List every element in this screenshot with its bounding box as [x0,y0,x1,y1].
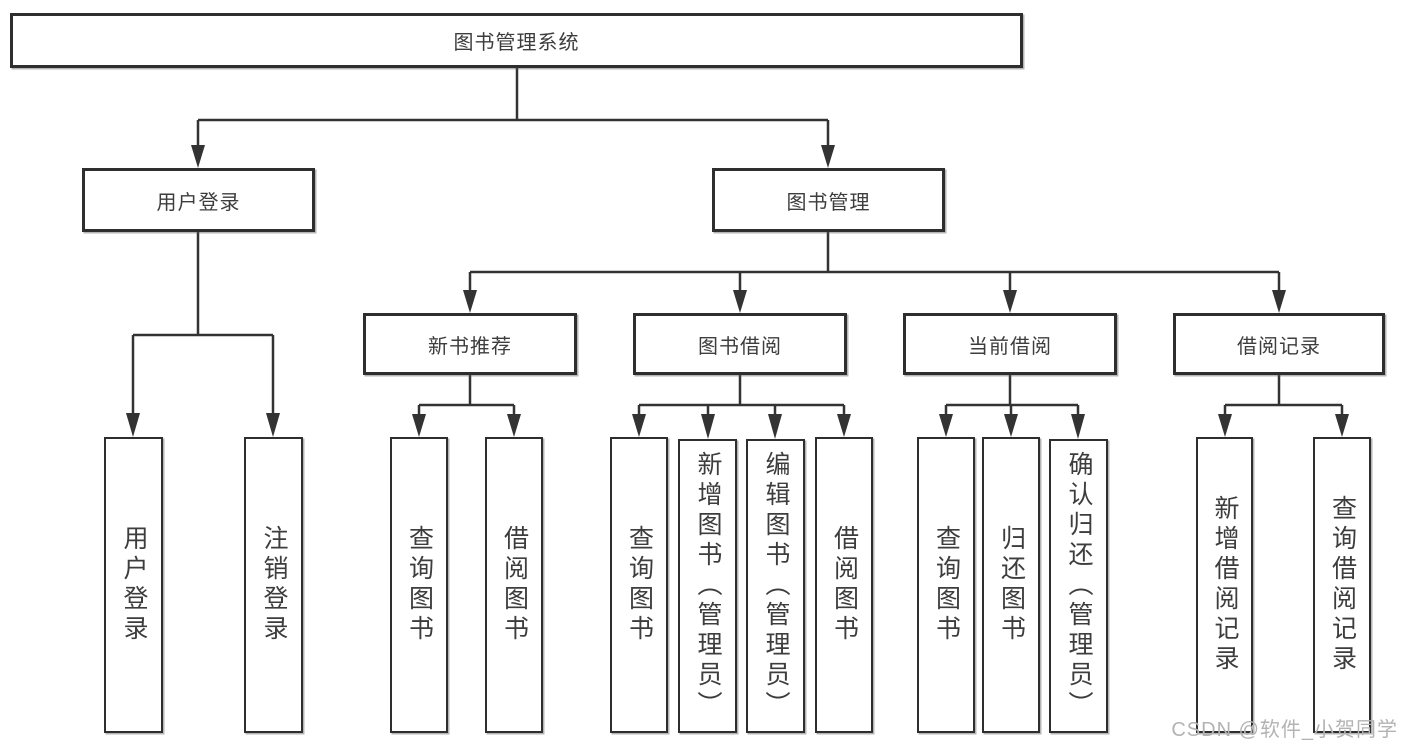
node-user-login-label: 用户登录 [156,191,241,214]
leaf-nb-query-books: 查询图书 [390,437,448,733]
leaf-bb-borrow-books-label: 借阅图书 [830,525,859,645]
arrowhead-icon [1071,414,1085,439]
leaf-nb-query-books-label: 查询图书 [405,525,434,645]
leaf-br-query-record-label: 查询借阅记录 [1328,495,1357,675]
leaf-bb-add-book-admin: 新增图书（管理员） [678,439,737,733]
leaf-br-add-record: 新增借阅记录 [1196,437,1253,733]
watermark: CSDN @软件_小贺同学 [1171,719,1398,741]
node-borrow-records-label: 借阅记录 [1237,335,1321,358]
arrowhead-icon [1004,414,1018,437]
leaf-bb-edit-book-admin-label: 编辑图书（管理员） [762,451,790,721]
arrowhead-icon [507,414,521,437]
leaf-nb-borrow-books: 借阅图书 [485,437,543,733]
leaf-user-login-label: 用户登录 [120,525,148,645]
leaf-cb-return-books: 归还图书 [982,437,1040,733]
arrowhead-icon [939,414,953,437]
leaf-cb-confirm-return-admin: 确认归还（管理员） [1049,439,1108,733]
arrowhead-icon [821,145,835,168]
node-current-borrow: 当前借阅 [903,313,1117,375]
arrowhead-icon [768,414,782,439]
connector-borrow-records [1223,375,1344,415]
node-new-book-recommend-label: 新书推荐 [428,335,512,358]
connector-user-login [131,232,275,415]
leaf-cb-query-books-label: 查询图书 [932,525,961,645]
connector-book-management [468,232,1281,291]
node-current-borrow-label: 当前借阅 [968,335,1052,358]
leaf-bb-borrow-books: 借阅图书 [815,437,873,733]
node-book-management-label: 图书管理 [786,191,871,214]
arrowhead-icon [191,145,205,168]
leaf-br-query-record: 查询借阅记录 [1313,437,1371,733]
arrowhead-icon [701,414,715,439]
arrowhead-icon [733,290,747,313]
arrowhead-icon [266,413,280,437]
leaf-bb-query-books: 查询图书 [610,437,668,733]
leaf-br-add-record-label: 新增借阅记录 [1211,495,1239,675]
arrowhead-icon [837,414,851,437]
arrowhead-icon [126,413,140,437]
arrowhead-icon [1218,414,1232,437]
leaf-user-login: 用户登录 [104,437,163,733]
node-library-system-label: 图书管理系统 [453,32,580,54]
leaf-bb-edit-book-admin: 编辑图书（管理员） [746,439,805,733]
arrowhead-icon [632,414,646,437]
node-new-book-recommend: 新书推荐 [363,313,577,375]
node-book-borrow: 图书借阅 [633,313,847,375]
leaf-cb-return-books-label: 归还图书 [997,525,1026,645]
leaf-bb-add-book-admin-label: 新增图书（管理员） [694,451,722,721]
leaf-bb-query-books-label: 查询图书 [625,525,654,645]
leaf-logout-label: 注销登录 [260,525,288,645]
arrowhead-icon [412,414,426,437]
leaf-cb-query-books: 查询图书 [917,437,975,733]
arrowhead-icon [1272,290,1286,313]
node-book-management: 图书管理 [712,168,945,232]
connector-root [196,68,830,146]
node-library-system: 图书管理系统 [10,13,1023,68]
arrowhead-icon [463,290,477,313]
arrowheads [126,145,1349,439]
connector-book-borrow [637,375,846,415]
node-borrow-records: 借阅记录 [1173,313,1385,375]
connector-current-borrow [944,375,1080,415]
arrowhead-icon [1003,290,1017,313]
connector-new-book-recommend [417,375,516,415]
node-book-borrow-label: 图书借阅 [698,335,782,358]
leaf-logout: 注销登录 [244,437,303,733]
leaf-cb-confirm-return-admin-label: 确认归还（管理员） [1065,451,1093,721]
leaf-nb-borrow-books-label: 借阅图书 [500,525,529,645]
arrowhead-icon [1335,414,1349,437]
node-user-login: 用户登录 [82,168,315,232]
